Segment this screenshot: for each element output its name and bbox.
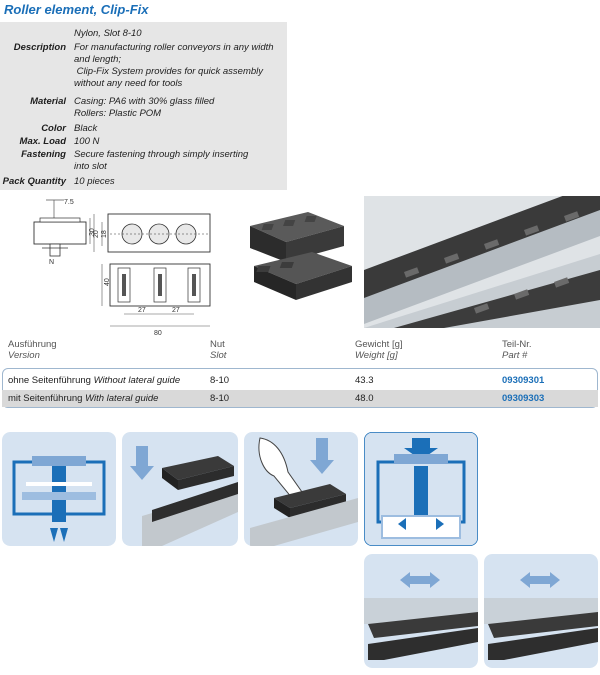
- slot-cell: 8-10: [210, 375, 230, 386]
- spec-value: into slot: [74, 161, 107, 172]
- table-row: ohne Seitenführung Without lateral guide…: [2, 372, 598, 389]
- version-en: Without lateral guide: [93, 375, 181, 386]
- weight-cell: 43.3: [355, 375, 374, 386]
- version-en: With lateral guide: [85, 393, 159, 404]
- col-header-de: Gewicht [g]: [355, 339, 403, 350]
- col-header-en: Slot: [210, 350, 227, 361]
- col-slot: Nut Slot: [210, 339, 226, 361]
- col-header-de: Teil-Nr.: [502, 339, 532, 350]
- dim-label: 40: [104, 278, 111, 286]
- part-number-link[interactable]: 09309303: [502, 393, 545, 404]
- placing-illustration: [122, 432, 238, 546]
- spec-value: Black: [74, 123, 98, 134]
- dim-label: 7.5: [64, 199, 74, 206]
- pressing-illustration: [244, 432, 358, 546]
- col-header-en: Version: [8, 350, 40, 361]
- spec-label: Max. Load: [19, 136, 66, 147]
- dim-label: 27: [172, 307, 180, 314]
- col-header-en: Weight [g]: [355, 350, 398, 361]
- col-version: Ausführung Version: [8, 339, 57, 361]
- dim-label: 18: [101, 230, 108, 238]
- spec-value: 10 pieces: [74, 176, 115, 187]
- dim-label: 30: [89, 228, 96, 236]
- col-header-de: Ausführung: [8, 339, 57, 350]
- spec-value: Rollers: Plastic POM: [74, 108, 162, 119]
- col-header-en: Part #: [502, 350, 528, 361]
- product-title: Roller element, Clip-Fix: [4, 2, 149, 17]
- spec-box: Nylon, Slot 8-10 Description For manufac…: [0, 22, 287, 190]
- col-header-de: Nut: [210, 339, 225, 350]
- table-row: mit Seitenführung With lateral guide 8-1…: [2, 390, 598, 407]
- lateral-guide-illustration-2: [484, 554, 598, 668]
- top-view-drawing: 40 27 27 80: [101, 263, 211, 336]
- parts-table: ohne Seitenführung Without lateral guide…: [2, 368, 598, 408]
- spec-value: Clip-Fix System provides for quick assem…: [74, 66, 263, 77]
- spec-value: 100 N: [74, 136, 100, 147]
- spec-label: Color: [41, 123, 66, 134]
- dim-label: 20: [93, 230, 100, 238]
- lateral-guide-illustration: [364, 554, 478, 668]
- version-de: mit Seitenführung With lateral guide: [8, 393, 159, 404]
- spec-value: Casing: PA6 with 30% glass filled: [74, 96, 215, 107]
- spec-value: For manufacturing roller conveyors in an…: [74, 42, 274, 53]
- part-number-link[interactable]: 09309301: [502, 375, 545, 386]
- weight-cell: 48.0: [355, 393, 374, 404]
- spec-value: Nylon, Slot 8-10: [74, 28, 142, 39]
- col-part: Teil-Nr. Part #: [502, 339, 532, 361]
- slot-cell: 8-10: [210, 393, 230, 404]
- spec-value: without any need for tools: [74, 78, 183, 89]
- dim-label: 80: [154, 330, 162, 336]
- spec-label: Description: [13, 42, 66, 53]
- col-weight: Gewicht [g] Weight [g]: [355, 339, 403, 361]
- dim-label: N: [49, 259, 54, 266]
- version-de: ohne Seitenführung Without lateral guide: [8, 375, 181, 386]
- spec-label: Pack Quantity: [2, 176, 66, 187]
- spec-label: Material: [30, 96, 66, 107]
- spec-value: and length;: [74, 54, 122, 65]
- cross-section-illustration: [2, 432, 116, 546]
- rail-photo: [364, 196, 600, 328]
- spec-value: Secure fastening through simply insertin…: [74, 149, 249, 160]
- product-photo: [238, 196, 362, 304]
- clip-mechanism-illustration: [364, 432, 478, 546]
- table-border: [2, 368, 598, 408]
- front-view-drawing: 20 18: [93, 213, 211, 253]
- side-view-drawing: 7.5 30 N: [33, 199, 96, 266]
- spec-label: Fastening: [21, 149, 66, 160]
- dim-label: 27: [138, 307, 146, 314]
